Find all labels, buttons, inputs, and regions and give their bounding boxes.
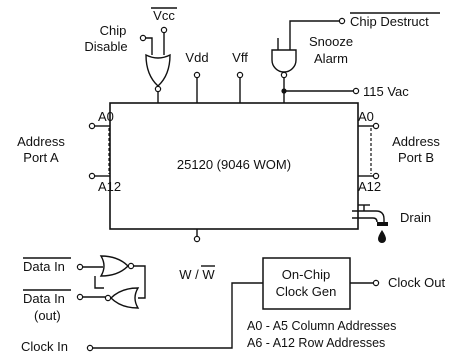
vff-pin (236, 71, 244, 79)
snooze-gate-bubble (280, 71, 288, 79)
data-in-out-sub: (out) (34, 308, 61, 323)
address-port-b-line1: Address (392, 134, 440, 149)
a12-right-label: A12 (358, 179, 381, 194)
chip-part-label: 25120 (9046 WOM) (177, 157, 291, 172)
vff-label: Vff (232, 50, 248, 65)
a0-left-label: A0 (98, 109, 114, 124)
clock-in-label: Clock In (21, 339, 68, 354)
gate-cross-wire (94, 276, 104, 289)
chip-body (109, 102, 359, 230)
chip-disable-label-line2: Disable (84, 39, 127, 54)
write-pin (193, 235, 201, 243)
chip-disable-wire (145, 37, 153, 55)
address-port-a-line2: Port A (23, 150, 59, 165)
chip-destruct-label: Chip Destruct (350, 14, 429, 29)
chip-disable-gate-bubble (154, 85, 162, 93)
vcc-label: Vcc (153, 8, 175, 23)
a0-right-pin (372, 122, 380, 130)
snooze-label-line1: Snooze (309, 34, 353, 49)
address-port-a-line1: Address (17, 134, 65, 149)
clock-gen-box (262, 257, 351, 310)
a0-right-label: A0 (358, 109, 374, 124)
chip-disable-or-gate (145, 53, 171, 87)
snooze-label-line2: Alarm (314, 51, 348, 66)
vac-pin (352, 87, 360, 95)
address-port-b-line2: Port B (398, 150, 434, 165)
or-gate-lower (110, 287, 140, 309)
clock-in-wire (92, 282, 263, 349)
vdd-label: Vdd (185, 50, 208, 65)
vac-label: 115 Vac (363, 84, 409, 99)
write-label: W / W (179, 267, 215, 282)
vdd-pin (193, 71, 201, 79)
vcc-pin (160, 26, 168, 34)
snooze-and-gate (271, 49, 297, 73)
clock-gen-line1: On-Chip (282, 267, 330, 282)
or-gate-upper (99, 255, 129, 277)
a12-right-pin (372, 172, 380, 180)
gate-feedback-wire (133, 265, 146, 299)
or-gate-lower-bubble (104, 294, 112, 302)
data-in-pin (76, 263, 84, 271)
clock-in-pin (86, 344, 94, 352)
or-gate-upper-bubble (127, 262, 135, 270)
chip-destruct-pin (338, 17, 346, 25)
a0-left-pin (88, 122, 96, 130)
chip-destruct-wire (289, 20, 340, 50)
clock-gen-line2: Clock Gen (276, 284, 337, 299)
chip-disable-pin (139, 34, 147, 42)
note-row-addresses: A6 - A12 Row Addresses (247, 336, 385, 350)
data-in-out-pin (76, 293, 84, 301)
drain-label: Drain (400, 210, 431, 225)
data-in-label: Data In (23, 259, 65, 274)
chip-disable-label-line1: Chip (100, 23, 127, 38)
clock-out-label: Clock Out (388, 275, 445, 290)
clock-out-pin (372, 279, 380, 287)
data-in-out-label: Data In (23, 291, 65, 306)
a12-left-label: A12 (98, 179, 121, 194)
note-column-addresses: A0 - A5 Column Addresses (247, 319, 396, 333)
a12-left-pin (88, 172, 96, 180)
faucet-icon (352, 204, 388, 243)
